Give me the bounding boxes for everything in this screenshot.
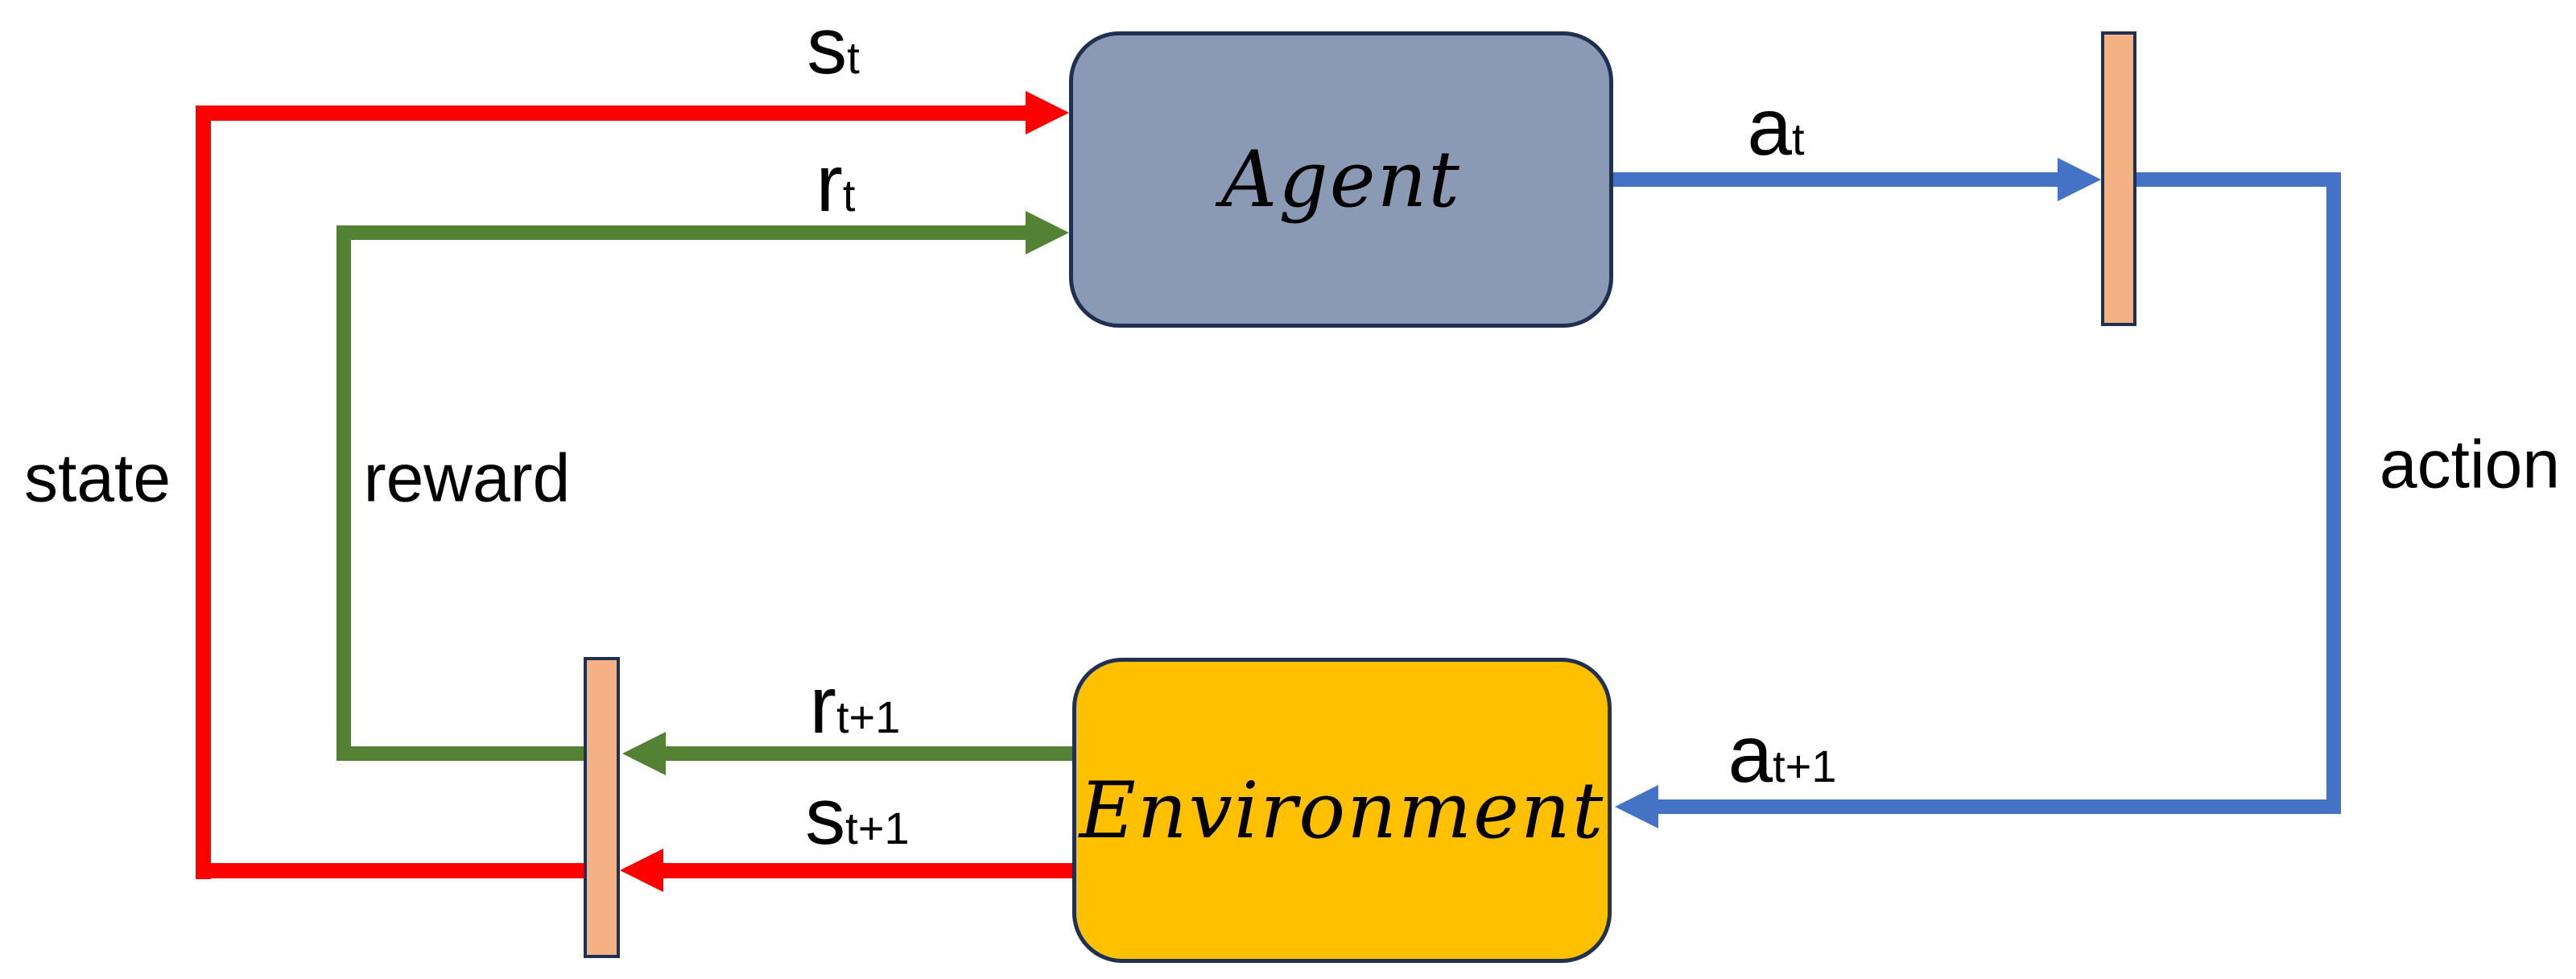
action-arrowhead-into-env	[1615, 785, 1658, 828]
reward-line-top	[336, 225, 1031, 240]
environment-label: Environment	[1079, 765, 1605, 856]
state-arrowhead-into-agent	[1026, 91, 1069, 134]
agent-box: Agent	[1069, 31, 1613, 328]
state-line-from-env	[662, 863, 1072, 878]
action-line-bottom	[1655, 799, 2341, 814]
reward-t1-main: r	[809, 660, 836, 750]
action-line-after-bar	[2136, 172, 2341, 187]
action-arrowhead-into-bar	[2058, 158, 2101, 201]
delay-bar-bottom	[584, 657, 620, 958]
state-side-label: state	[23, 440, 171, 516]
action-side-label: action	[2379, 426, 2561, 502]
action-t1-sub: t+1	[1773, 741, 1837, 791]
action-t1-main: a	[1728, 709, 1773, 799]
reward-t-sub: t	[842, 170, 856, 221]
delay-bar-top	[2101, 31, 2136, 326]
environment-box: Environment	[1072, 658, 1612, 963]
state-arrowhead-into-bar	[620, 849, 663, 892]
reward-line-from-env	[664, 746, 1072, 761]
state-t-main: s	[807, 1, 848, 91]
action-t-main: a	[1747, 82, 1793, 172]
action-line-vertical	[2326, 172, 2341, 814]
agent-label: Agent	[1221, 134, 1461, 225]
action-line-from-agent	[1613, 172, 2061, 187]
reward-side-label: reward	[363, 440, 571, 516]
state-line-top	[196, 105, 1031, 121]
state-t-sub: t	[847, 32, 860, 83]
action-t-sub: t	[1792, 114, 1805, 164]
reward-t-main: r	[815, 138, 843, 229]
state-t1-main: s	[805, 771, 846, 861]
reward-arrowhead-into-agent	[1026, 211, 1069, 254]
reward-line-vertical	[336, 225, 351, 761]
reward-arrowhead-into-bar	[622, 732, 666, 775]
reward-line-bottom	[336, 746, 588, 761]
state-line-vertical	[196, 105, 211, 879]
state-t1-sub: t+1	[845, 803, 910, 853]
state-line-bottom	[196, 863, 588, 878]
reward-t1-sub: t+1	[836, 692, 901, 742]
